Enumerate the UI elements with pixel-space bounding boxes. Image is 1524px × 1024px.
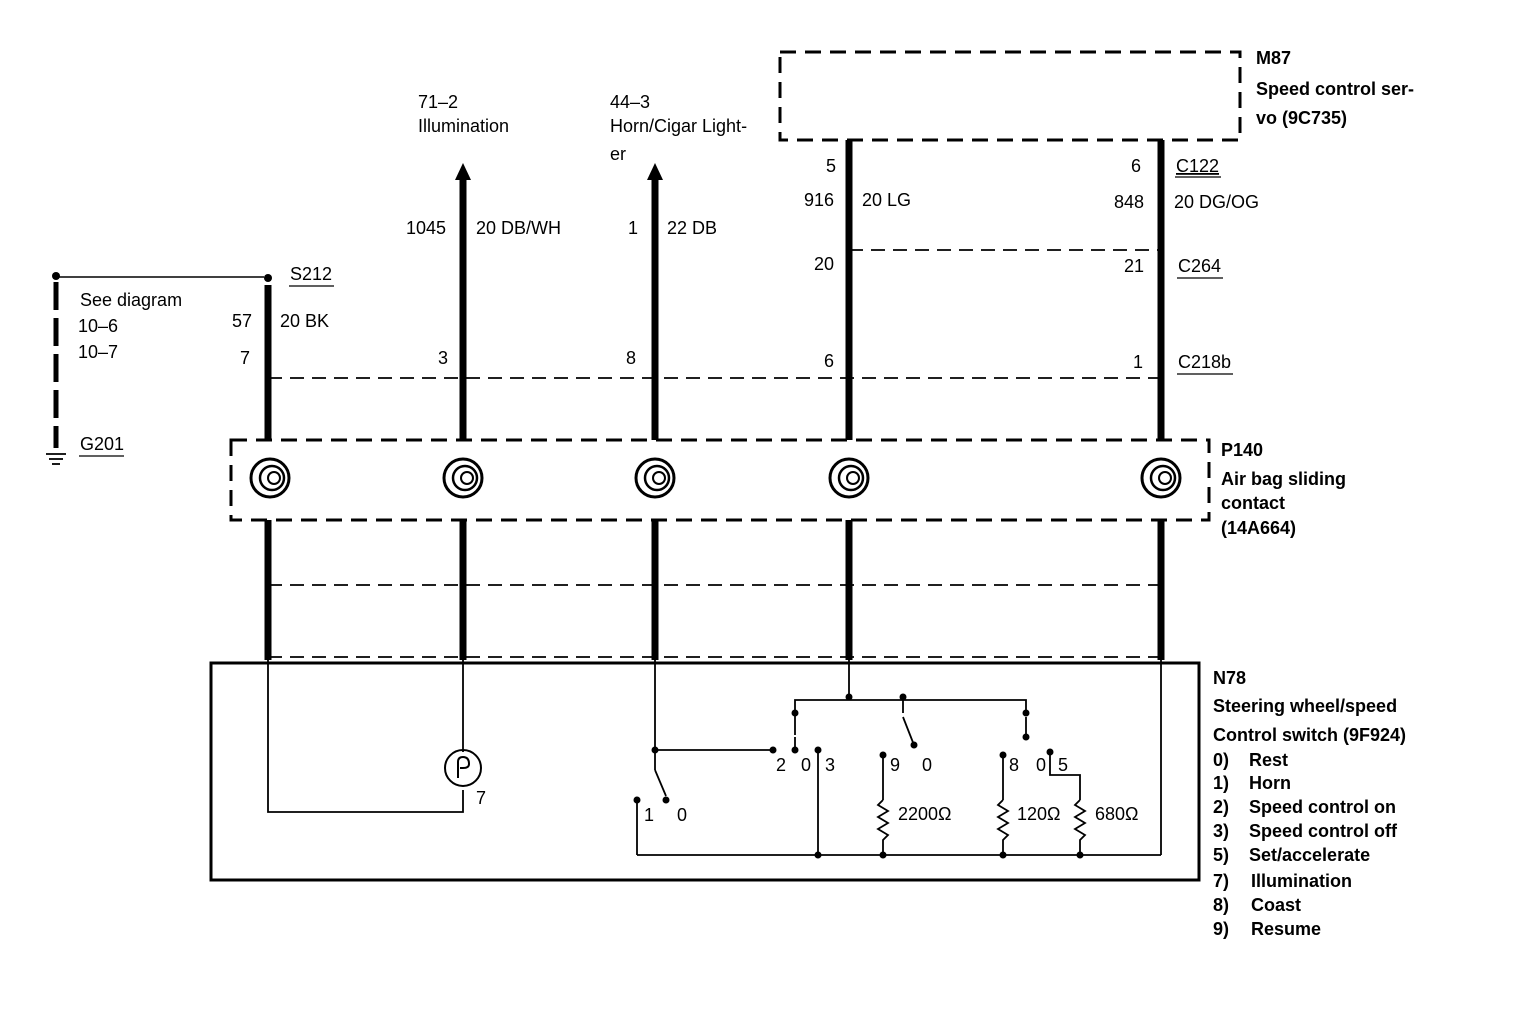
gnd-wire: 20 BK (280, 311, 329, 331)
legend-num: 5) (1213, 845, 1229, 865)
legend-text: Illumination (1251, 871, 1352, 891)
n78-id: N78 (1213, 668, 1246, 688)
c122-wire-right: 20 DG/OG (1174, 192, 1259, 212)
p140-name-1: Air bag sliding (1221, 469, 1346, 489)
c122-circuit-left: 916 (804, 190, 834, 210)
coil-icon (634, 457, 676, 499)
c122-wire-left: 20 LG (862, 190, 911, 210)
switch-label-0a: 0 (677, 805, 687, 825)
p140-box (229, 438, 1211, 522)
c218b-pin-4: 6 (824, 351, 834, 371)
legend-text: Set/accelerate (1249, 845, 1370, 865)
c218b-id: C218b (1178, 352, 1231, 372)
switch-label-9: 9 (890, 755, 900, 775)
legend-text: Coast (1251, 895, 1301, 915)
legend-text: Horn (1249, 773, 1291, 793)
main-wires (264, 140, 1165, 440)
horn-wire: 22 DB (667, 218, 717, 238)
ground-symbol-icon (46, 453, 66, 465)
illum-ref: 71–2 (418, 92, 458, 112)
see-diagram: See diagram (80, 290, 182, 310)
g201-id: G201 (80, 434, 124, 454)
see-ref-1: 10–6 (78, 316, 118, 336)
n78-name-1: Steering wheel/speed (1213, 696, 1397, 716)
horn-arrow-icon (647, 163, 663, 180)
legend-num: 1) (1213, 773, 1229, 793)
m87-box (778, 50, 1242, 142)
legend-text: Speed control on (1249, 797, 1396, 817)
legend-text: Speed control off (1249, 821, 1398, 841)
c218b-pin-3: 8 (626, 348, 636, 368)
horn-name-1: Horn/Cigar Light- (610, 116, 747, 136)
switch-internal-wiring (267, 660, 1162, 856)
lower-wires (264, 520, 1165, 660)
switch-label-0c: 0 (922, 755, 932, 775)
c122-circuit-right: 848 (1114, 192, 1144, 212)
coil-icon (442, 457, 484, 499)
switch-label-3: 3 (825, 755, 835, 775)
c218b-pin-2: 3 (438, 348, 448, 368)
c218b-pin-5: 1 (1133, 352, 1143, 372)
illum-circuit: 1045 (406, 218, 446, 238)
legend-num: 0) (1213, 750, 1229, 770)
switch-label-1: 1 (644, 805, 654, 825)
p140-name-3: (14A664) (1221, 518, 1296, 538)
coil-icon (249, 457, 291, 499)
switch-label-0b: 0 (801, 755, 811, 775)
n78-name-2: Control switch (9F924) (1213, 725, 1406, 745)
resistor-120: 120Ω (1017, 804, 1061, 824)
c264-id: C264 (1178, 256, 1221, 276)
c264-pin-right: 21 (1124, 256, 1144, 276)
see-ref-2: 10–7 (78, 342, 118, 362)
s212-id: S212 (290, 264, 332, 284)
n78-box (209, 661, 1201, 882)
legend-text: Resume (1251, 919, 1321, 939)
c122-id: C122 (1176, 156, 1219, 176)
switch-label-0d: 0 (1036, 755, 1046, 775)
switch-label-2: 2 (776, 755, 786, 775)
m87-id: M87 (1256, 48, 1291, 68)
m87-name-1: Speed control ser- (1256, 79, 1414, 99)
s212-splice (264, 274, 272, 282)
illum-wire: 20 DB/WH (476, 218, 561, 238)
p140-name-2: contact (1221, 493, 1285, 513)
horn-ref: 44–3 (610, 92, 650, 112)
legend-num: 9) (1213, 919, 1229, 939)
ground-lead-dot (52, 272, 60, 280)
c122-pin-left: 5 (826, 156, 836, 176)
c218b-pin-1: 7 (240, 348, 250, 368)
resistor-680: 680Ω (1095, 804, 1139, 824)
legend-num: 7) (1213, 871, 1229, 891)
lamp-icon (444, 749, 482, 787)
switch-label-8: 8 (1009, 755, 1019, 775)
contact-dots (633, 693, 1084, 859)
resistor-2200: 2200Ω (898, 804, 952, 824)
illum-arrow-icon (455, 163, 471, 180)
switch-label-5: 5 (1058, 755, 1068, 775)
sliding-contacts (249, 457, 1182, 499)
c264-pin-left: 20 (814, 254, 834, 274)
p140-id: P140 (1221, 440, 1263, 460)
illum-name: Illumination (418, 116, 509, 136)
legend-num: 2) (1213, 797, 1229, 817)
horn-circuit: 1 (628, 218, 638, 238)
legend-num: 3) (1213, 821, 1229, 841)
legend-num: 8) (1213, 895, 1229, 915)
coil-icon (1140, 457, 1182, 499)
legend-text: Rest (1249, 750, 1288, 770)
lamp-label-7: 7 (476, 788, 486, 808)
c122-pin-right: 6 (1131, 156, 1141, 176)
horn-name-2: er (610, 144, 626, 164)
n78-legend: 0) Rest 1) Horn 2) Speed control on 3) S… (1213, 750, 1398, 939)
coil-icon (828, 457, 870, 499)
gnd-circuit: 57 (232, 311, 252, 331)
m87-name-2: vo (9C735) (1256, 108, 1347, 128)
